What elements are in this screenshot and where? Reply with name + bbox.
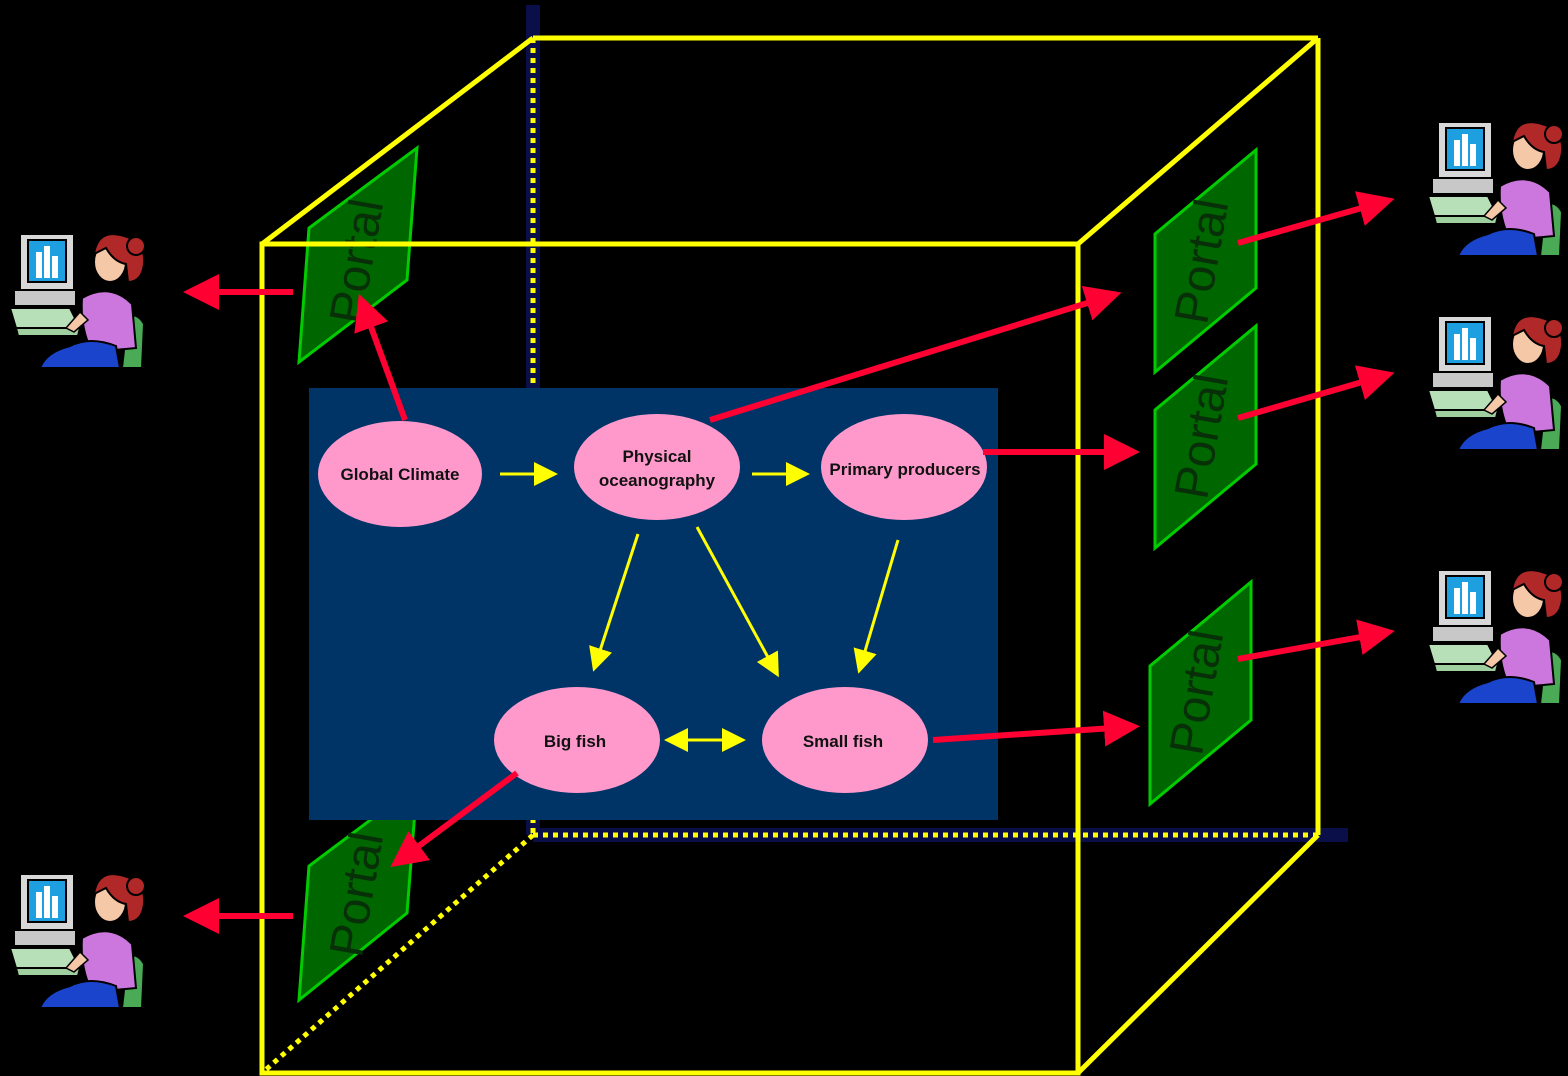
user-computer-icon bbox=[10, 873, 146, 1008]
arrow-portal-right-3-to-user bbox=[1237, 619, 1395, 662]
arrow-portal-right-1-to-user bbox=[1237, 191, 1395, 246]
arrow-climate-to-portal-left-top bbox=[354, 293, 408, 422]
node-small-fish-label: Small fish bbox=[803, 732, 883, 751]
portal-right-2[interactable]: Portal bbox=[1153, 322, 1258, 552]
user-computer-icon bbox=[1428, 315, 1564, 450]
node-physical-oceanography-label-line1: Physical bbox=[623, 447, 692, 466]
arrow-oceanography-to-portal-right-1 bbox=[709, 285, 1122, 423]
node-primary-producers[interactable]: Primary producers bbox=[821, 414, 987, 520]
output-arrows bbox=[183, 191, 1395, 934]
user-computer-icon bbox=[1428, 121, 1564, 256]
node-physical-oceanography[interactable]: Physical oceanography bbox=[574, 414, 740, 520]
arrow-producers-to-smallfish bbox=[853, 539, 900, 674]
cube-frame bbox=[260, 35, 1321, 1075]
node-big-fish[interactable]: Big fish bbox=[494, 687, 660, 793]
portal-left-top[interactable]: Portal bbox=[297, 144, 419, 366]
arrow-oceanography-to-smallfish bbox=[695, 526, 779, 678]
arrow-smallfish-to-portal-right-3 bbox=[932, 710, 1140, 747]
portal-right-3[interactable]: Portal bbox=[1148, 578, 1253, 808]
arrow-portal-right-2-to-user bbox=[1237, 365, 1395, 421]
cube-front-face bbox=[259, 241, 1081, 1076]
node-big-fish-label: Big fish bbox=[544, 732, 606, 751]
node-primary-producers-label: Primary producers bbox=[829, 460, 980, 479]
user-computer-icon bbox=[1428, 569, 1564, 704]
hidden-edge-diagonal bbox=[260, 833, 535, 1075]
arrow-bigfish-to-portal-left-bottom bbox=[390, 770, 519, 868]
flow-arrows bbox=[500, 462, 900, 752]
node-global-climate-label: Global Climate bbox=[340, 465, 459, 484]
node-small-fish[interactable]: Small fish bbox=[762, 687, 928, 793]
arrow-oceanography-to-bigfish bbox=[589, 533, 640, 672]
portal-right-1[interactable]: Portal bbox=[1153, 146, 1258, 376]
user-computer-icon bbox=[10, 233, 146, 368]
node-global-climate[interactable]: Global Climate bbox=[318, 421, 482, 527]
node-physical-oceanography-label-line2: oceanography bbox=[599, 471, 716, 490]
